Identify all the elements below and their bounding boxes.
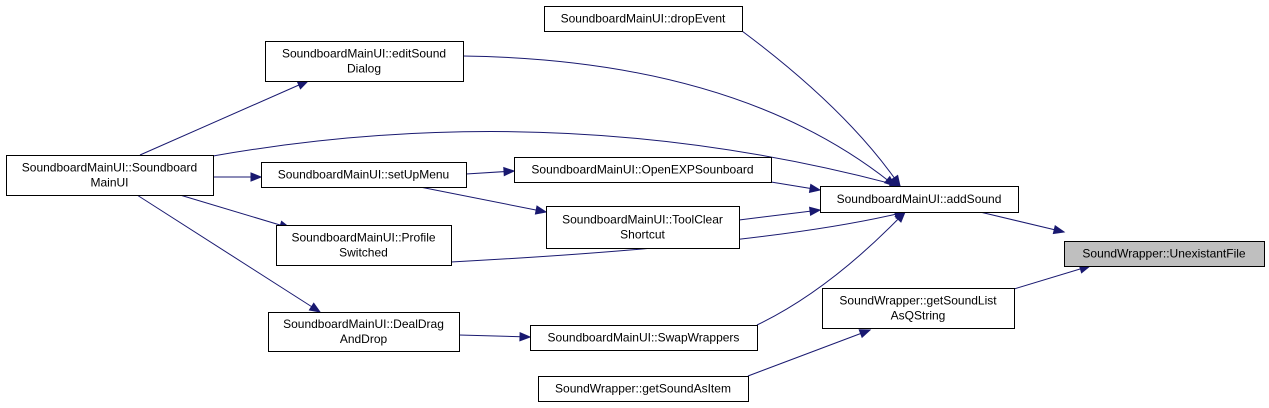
node-label: MainUI	[90, 176, 128, 190]
node-label: Shortcut	[620, 228, 665, 242]
node-add-sound[interactable]: SoundboardMainUI::addSound	[820, 186, 1019, 213]
node-box	[276, 225, 452, 266]
node-get-sound-as-item[interactable]: SoundWrapper::getSoundAsItem	[538, 376, 749, 402]
node-set-up-menu[interactable]: SoundboardMainUI::setUpMenu	[261, 162, 467, 188]
arrowhead-icon	[250, 172, 263, 182]
call-edge	[139, 80, 309, 156]
call-edge	[756, 211, 906, 326]
call-edge	[458, 334, 531, 338]
call-edge	[741, 30, 901, 187]
node-box	[530, 325, 758, 351]
node-box	[822, 288, 1015, 329]
node-label: AsQString	[891, 309, 946, 323]
node-unexistant-file[interactable]: SoundWrapper::UnexistantFile	[1064, 241, 1265, 267]
node-label: SoundboardMainUI::Profile	[291, 231, 435, 245]
node-box	[514, 157, 772, 183]
node-label: SoundboardMainUI::SwapWrappers	[548, 331, 740, 345]
arrowhead-icon	[519, 331, 532, 342]
call-edge	[179, 194, 291, 229]
arrowhead-icon	[808, 183, 822, 193]
node-swap-wrappers[interactable]: SoundboardMainUI::SwapWrappers	[530, 325, 758, 351]
node-box	[265, 41, 464, 82]
node-box	[544, 6, 743, 32]
node-label: Switched	[339, 246, 388, 260]
arrowhead-icon	[808, 206, 822, 216]
call-edge	[212, 131, 901, 187]
nodes-layer: SoundWrapper::UnexistantFileSoundboardMa…	[6, 6, 1265, 402]
node-box	[261, 162, 467, 188]
node-label: SoundboardMainUI::addSound	[837, 192, 1002, 206]
node-box	[268, 312, 460, 352]
node-box	[820, 186, 1019, 213]
node-label: SoundWrapper::getSoundAsItem	[555, 382, 731, 396]
arrowhead-icon	[503, 166, 516, 177]
call-edge	[136, 194, 321, 313]
node-box	[6, 155, 214, 196]
node-label: SoundboardMainUI::Soundboard	[22, 161, 197, 175]
node-box	[1064, 241, 1265, 267]
arrowhead-icon	[296, 80, 310, 90]
arrowhead-icon	[308, 302, 322, 313]
node-label: Dialog	[347, 62, 381, 76]
node-main-ui[interactable]: SoundboardMainUI::SoundboardMainUI	[6, 155, 214, 196]
node-label: SoundboardMainUI::editSound	[282, 47, 446, 61]
node-open-exp[interactable]: SoundboardMainUI::OpenEXPSounboard	[514, 157, 772, 183]
node-label: SoundWrapper::UnexistantFile	[1082, 247, 1246, 261]
arrowhead-icon	[894, 211, 906, 223]
node-box	[538, 376, 749, 402]
node-label: SoundWrapper::getSoundList	[839, 294, 997, 308]
arrowhead-icon	[858, 329, 872, 339]
node-label: SoundboardMainUI::setUpMenu	[278, 168, 449, 182]
node-label: SoundboardMainUI::dropEvent	[561, 12, 726, 26]
call-edge	[747, 329, 871, 377]
node-label: SoundboardMainUI::OpenEXPSounboard	[531, 163, 753, 177]
node-drop-event[interactable]: SoundboardMainUI::dropEvent	[544, 6, 743, 32]
edges-layer	[136, 30, 1092, 377]
call-edge	[979, 211, 1065, 233]
call-edge	[419, 186, 547, 213]
node-label: SoundboardMainUI::ToolClear	[562, 213, 723, 227]
call-edge	[462, 55, 896, 187]
arrowhead-icon	[1052, 224, 1066, 235]
node-label: SoundboardMainUI::DealDrag	[283, 317, 444, 331]
arrowhead-icon	[534, 205, 548, 215]
call-edge	[738, 209, 821, 221]
node-label: AndDrop	[340, 332, 388, 346]
call-edge	[1013, 265, 1091, 290]
node-box	[546, 206, 740, 249]
